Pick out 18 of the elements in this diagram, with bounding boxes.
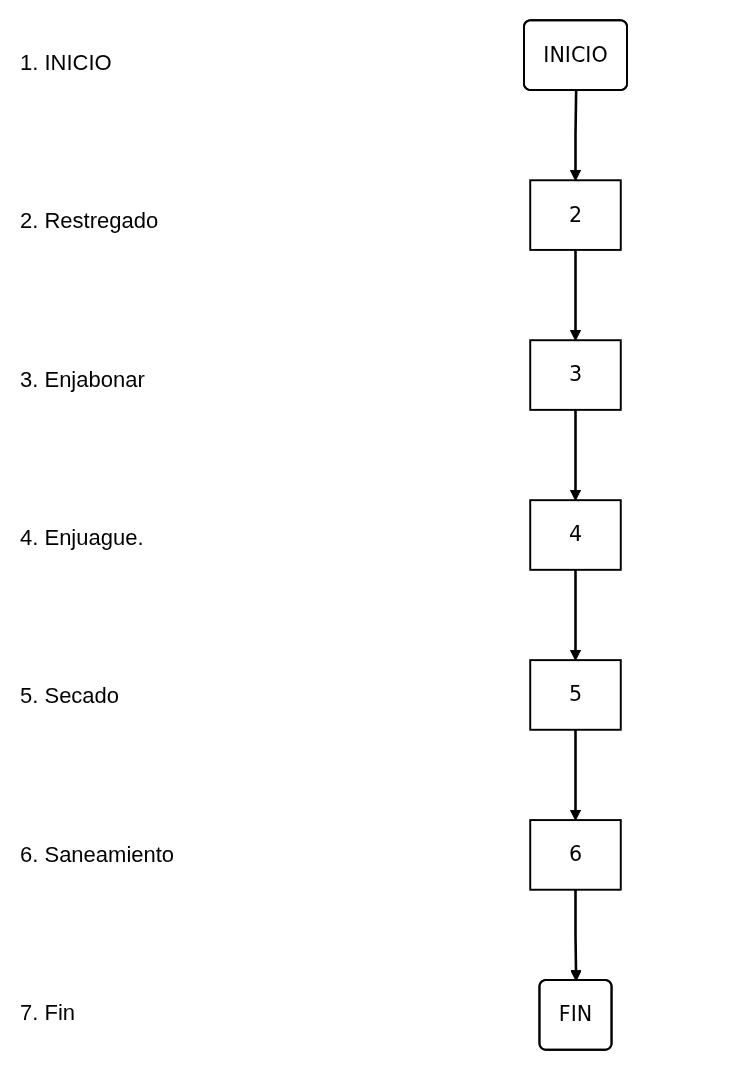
node-box: 4: [529, 499, 622, 571]
node-box: 3: [529, 339, 622, 411]
node-box: 5: [529, 659, 622, 731]
step-label: 7. Fin: [20, 999, 77, 1026]
arrow: [569, 90, 582, 181]
arrow: [569, 249, 582, 341]
node-box: 6: [529, 819, 622, 891]
step-label: 4. Enjuague.: [20, 525, 145, 551]
arrow: [569, 569, 582, 661]
step-label: 2. Restregado: [20, 208, 160, 235]
arrow: [569, 409, 582, 501]
step-label: 6. Saneamiento: [20, 841, 176, 868]
step-label: 1. INICIO: [20, 50, 113, 76]
node-box: 2: [529, 179, 622, 251]
step-label: 5. Secado: [20, 683, 121, 710]
arrow: [570, 889, 582, 982]
arrow: [569, 729, 582, 821]
step-label: 3. Enjabonar: [20, 366, 146, 393]
